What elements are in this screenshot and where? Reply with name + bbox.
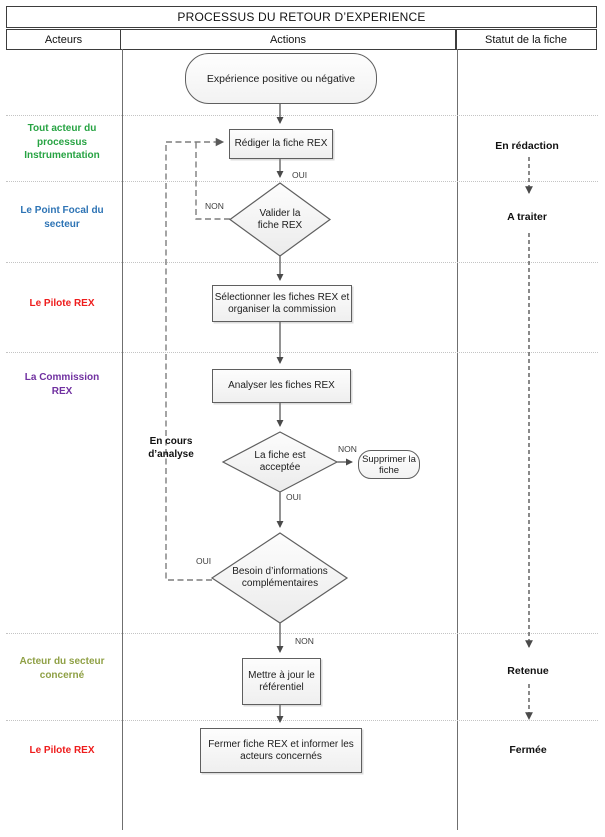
actor-tout-acteur: Tout acteur du processus Instrumentation bbox=[24, 123, 100, 161]
node-rediger-fiche: Rédiger la fiche REX bbox=[229, 129, 333, 159]
column-header-statut: Statut de la fiche bbox=[455, 29, 597, 50]
edge-label-oui-besoin: OUI bbox=[196, 556, 212, 566]
status-a-traiter: A traiter bbox=[507, 211, 547, 223]
decision-fiche-acceptee-shape bbox=[221, 431, 339, 493]
actor-commission-rex: La Commission REX bbox=[24, 372, 100, 397]
decision-valider-fiche-shape bbox=[228, 182, 332, 257]
edge-label-oui-acceptee: OUI bbox=[286, 492, 302, 502]
lane-divider-right bbox=[456, 49, 458, 830]
page-title: PROCESSUS DU RETOUR D’EXPERIENCE bbox=[6, 6, 597, 28]
status-retenue: Retenue bbox=[507, 665, 549, 677]
node-analyser-fiches: Analyser les fiches REX bbox=[212, 369, 351, 403]
row-separator bbox=[6, 633, 598, 634]
status-fermee: Fermée bbox=[509, 744, 547, 756]
decision-valider-fiche-label: Valider la fiche REX bbox=[257, 207, 303, 231]
actor-pilote-rex-2: Le Pilote REX bbox=[29, 745, 95, 756]
row-separator bbox=[6, 352, 598, 353]
column-header-actions: Actions bbox=[120, 29, 456, 50]
row-separator bbox=[6, 720, 598, 721]
node-start: Expérience positive ou négative bbox=[185, 53, 377, 104]
row-separator bbox=[6, 181, 598, 182]
node-supprimer-fiche: Supprimer la fiche bbox=[358, 450, 420, 479]
actor-pilote-rex: Le Pilote REX bbox=[29, 298, 95, 309]
decision-besoin-informations-shape bbox=[210, 532, 349, 624]
edge-label-oui-rediger: OUI bbox=[292, 170, 308, 180]
edge-label-non-besoin: NON bbox=[295, 636, 314, 646]
annotation-en-cours-analyse: En cours d’analyse bbox=[148, 436, 194, 460]
node-selectionner-fiches: Sélectionner les fiches REX et organiser… bbox=[212, 285, 352, 322]
page-title-text: PROCESSUS DU RETOUR D’EXPERIENCE bbox=[177, 10, 426, 24]
row-separator bbox=[6, 115, 598, 116]
edge-non-valider-loop bbox=[195, 142, 230, 220]
lane-divider-left bbox=[121, 49, 123, 830]
actor-point-focal: Le Point Focal du secteur bbox=[20, 205, 104, 230]
node-mettre-a-jour: Mettre à jour le référentiel bbox=[242, 658, 321, 705]
edge-label-non-valider: NON bbox=[205, 201, 224, 211]
node-fermer-fiche: Fermer fiche REX et informer les acteurs… bbox=[200, 728, 362, 773]
decision-besoin-informations-label: Besoin d’informations complémentaires bbox=[232, 566, 328, 589]
column-header-acteurs: Acteurs bbox=[6, 29, 121, 50]
edge-label-non-acceptee: NON bbox=[338, 444, 357, 454]
decision-fiche-acceptee-label: La fiche est acceptée bbox=[254, 450, 306, 473]
row-separator bbox=[6, 262, 598, 263]
status-en-redaction: En rédaction bbox=[495, 140, 559, 152]
edge-oui-besoin-loop bbox=[165, 142, 212, 581]
actor-secteur-concerne: Acteur du secteur concerné bbox=[19, 656, 105, 681]
